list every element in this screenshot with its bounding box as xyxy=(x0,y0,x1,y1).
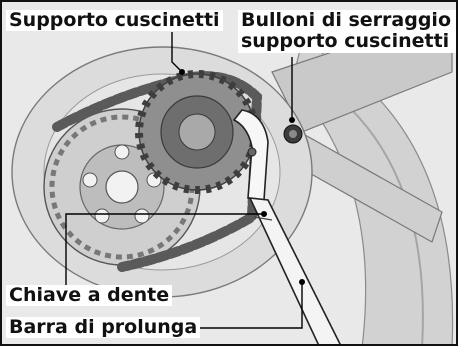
pin-spanner-label: Chiave a dente xyxy=(6,285,172,306)
bearing-holder-ring xyxy=(139,74,255,190)
spanner-pin xyxy=(248,148,256,156)
holder-bolts-label-line2: supporto cuscinetti xyxy=(241,31,458,52)
holder-clamp-bolts xyxy=(284,125,302,143)
holder-bolts-label: Bulloni di serraggio del supporto cuscin… xyxy=(238,10,458,53)
extension-bar-label: Barra di prolunga xyxy=(6,317,200,338)
holder-bolts-label-line1: Bulloni di serraggio del xyxy=(241,10,458,31)
bearing-holder-label: Supporto cuscinetti xyxy=(6,10,223,31)
